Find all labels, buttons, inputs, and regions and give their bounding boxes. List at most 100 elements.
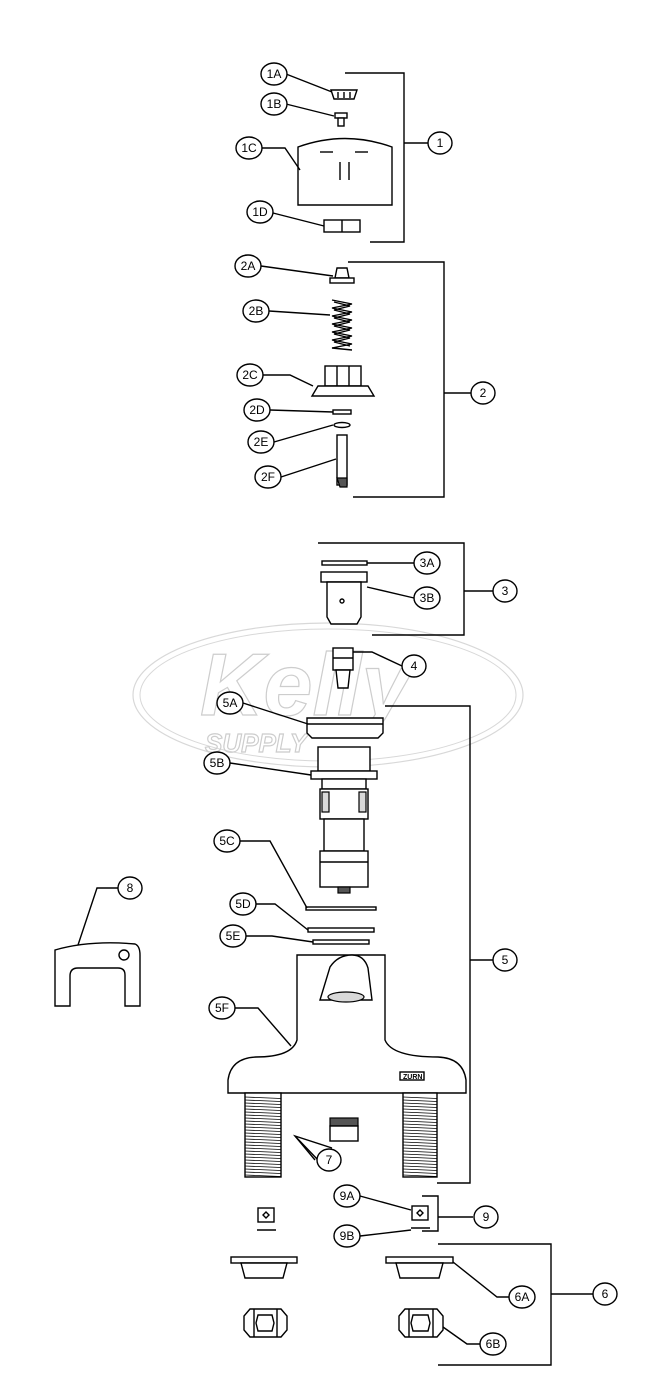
callout-6[interactable]: 6 [592, 1282, 618, 1306]
part-1C-handle[interactable] [297, 137, 393, 206]
part-7-aerator[interactable] [292, 1117, 359, 1161]
thread-line [244, 1144, 282, 1147]
thread-line [402, 1111, 438, 1114]
callout-3A[interactable]: 3A [413, 551, 441, 575]
part-9A-check-valve[interactable] [411, 1205, 429, 1221]
svg-text:7: 7 [326, 1153, 333, 1167]
shank-threads [244, 1096, 438, 1177]
callout-8[interactable]: 8 [117, 876, 143, 900]
svg-text:3B: 3B [420, 591, 435, 605]
thread-line [244, 1102, 282, 1105]
svg-text:2A: 2A [241, 259, 256, 273]
part-5A-nut[interactable] [306, 717, 384, 739]
callout-2A[interactable]: 2A [234, 254, 262, 278]
thread-line [402, 1165, 438, 1168]
callout-5B[interactable]: 5B [203, 751, 231, 775]
thread-line [402, 1099, 438, 1102]
group-1-handle [262, 72, 428, 243]
part-8-handle-key[interactable] [54, 887, 141, 1007]
callout-3B[interactable]: 3B [413, 586, 441, 610]
part-6B-nut-left[interactable] [243, 1308, 288, 1338]
svg-text:9B: 9B [340, 1229, 355, 1243]
group-9-check-valve [257, 1195, 473, 1237]
part-2B-spring[interactable] [331, 299, 353, 351]
thread-line [244, 1165, 282, 1168]
part-9A-check-valve-left[interactable] [257, 1207, 276, 1231]
thread-line [402, 1102, 438, 1105]
thread-line [244, 1126, 282, 1129]
callout-1B[interactable]: 1B [260, 92, 288, 116]
thread-line [244, 1159, 282, 1162]
callout-6A[interactable]: 6A [508, 1285, 536, 1309]
part-6B-nut[interactable] [398, 1308, 444, 1338]
callout-2C[interactable]: 2C [236, 363, 264, 387]
svg-text:2C: 2C [242, 368, 258, 382]
part-5D-gasket[interactable] [307, 927, 375, 933]
callout-1A[interactable]: 1A [260, 62, 288, 86]
svg-text:5D: 5D [235, 897, 251, 911]
callout-5D[interactable]: 5D [229, 892, 257, 916]
svg-text:1B: 1B [267, 97, 282, 111]
svg-text:3: 3 [502, 584, 509, 598]
part-5E-washer[interactable] [312, 939, 370, 945]
thread-line [244, 1099, 282, 1102]
part-2A-cap[interactable] [329, 267, 355, 284]
callout-5F[interactable]: 5F [208, 996, 236, 1020]
thread-line [244, 1120, 282, 1123]
faucet-brand-logo: ZURN [403, 1074, 422, 1081]
callout-5E[interactable]: 5E [219, 924, 247, 948]
part-1A-index-button[interactable] [330, 89, 358, 100]
callout-5C[interactable]: 5C [213, 829, 241, 853]
callout-5[interactable]: 5 [492, 948, 518, 972]
callout-9B[interactable]: 9B [333, 1224, 361, 1248]
thread-line [244, 1156, 282, 1159]
part-5B-bonnet[interactable] [310, 746, 378, 894]
thread-line [244, 1096, 282, 1099]
svg-text:6A: 6A [515, 1290, 530, 1304]
part-1B-screw[interactable] [334, 112, 348, 127]
callout-3[interactable]: 3 [492, 579, 518, 603]
thread-line [402, 1105, 438, 1108]
thread-line [244, 1162, 282, 1165]
part-4-stop[interactable] [332, 647, 403, 689]
callout-5A[interactable]: 5A [216, 691, 244, 715]
callout-2B[interactable]: 2B [242, 299, 270, 323]
callout-7[interactable]: 7 [316, 1148, 342, 1172]
svg-text:5A: 5A [223, 696, 238, 710]
callout-6B[interactable]: 6B [479, 1332, 507, 1356]
callout-2E[interactable]: 2E [247, 430, 275, 454]
part-2F-stem[interactable] [336, 434, 348, 488]
thread-line [244, 1168, 282, 1171]
svg-text:1D: 1D [252, 205, 268, 219]
part-2C-housing[interactable] [310, 365, 376, 397]
callout-1D[interactable]: 1D [246, 200, 274, 224]
thread-line [402, 1126, 438, 1129]
callout-1C[interactable]: 1C [235, 136, 263, 160]
part-1D-adapter[interactable] [323, 219, 361, 233]
thread-line [402, 1132, 438, 1135]
svg-text:2E: 2E [254, 435, 269, 449]
thread-line [402, 1123, 438, 1126]
svg-text:2B: 2B [249, 304, 264, 318]
part-2E-o-ring[interactable] [333, 421, 351, 429]
group-6-mounting-hardware [230, 1243, 593, 1366]
thread-line [402, 1168, 438, 1171]
part-6A-washer-left[interactable] [230, 1256, 298, 1279]
part-6A-washer[interactable] [385, 1256, 454, 1279]
part-3A-washer[interactable] [321, 560, 368, 566]
thread-line [402, 1156, 438, 1159]
part-5F-faucet-spout-body[interactable]: ZURN [227, 954, 467, 1178]
thread-line [402, 1159, 438, 1162]
part-5C-gasket[interactable] [305, 906, 377, 911]
part-3B-cartridge-body[interactable] [320, 571, 368, 625]
callout-2[interactable]: 2 [470, 381, 496, 405]
part-2D-washer[interactable] [332, 409, 352, 415]
callout-1[interactable]: 1 [427, 131, 453, 155]
callout-4[interactable]: 4 [401, 654, 427, 678]
callout-9A[interactable]: 9A [333, 1184, 361, 1208]
callout-2F[interactable]: 2F [254, 465, 282, 489]
thread-line [402, 1114, 438, 1117]
callout-9[interactable]: 9 [473, 1205, 499, 1229]
callout-2D[interactable]: 2D [243, 398, 271, 422]
svg-text:5F: 5F [215, 1001, 229, 1015]
